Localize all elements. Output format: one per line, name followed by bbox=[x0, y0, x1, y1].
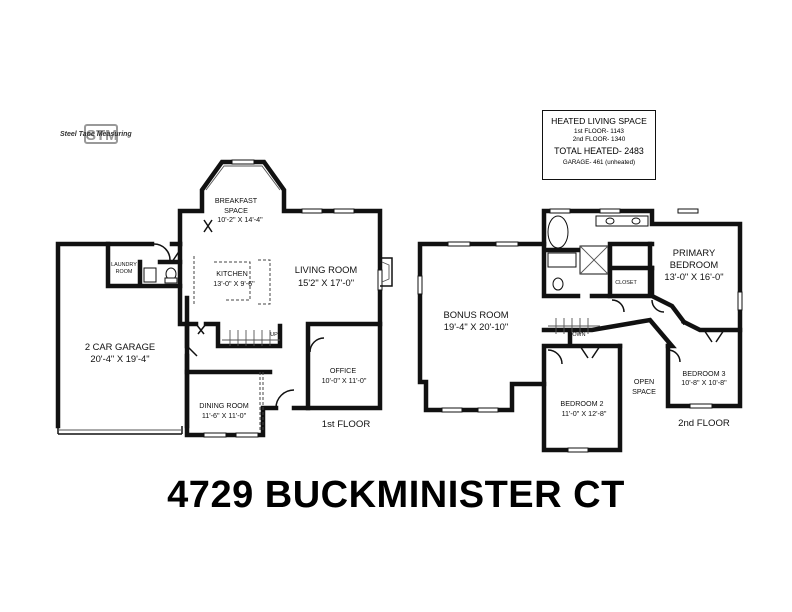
area-summary-box: HEATED LIVING SPACE 1st FLOOR- 1143 2nd … bbox=[542, 110, 656, 180]
bathtub bbox=[547, 252, 577, 268]
open-space-name-1: OPEN bbox=[634, 377, 654, 386]
living-name: LIVING ROOM bbox=[295, 264, 358, 275]
breakfast-name-1: BREAKFAST bbox=[215, 196, 258, 205]
summary-total: TOTAL HEATED- 2483 bbox=[554, 146, 644, 156]
breakfast-size: 10'-2" X 14'-4" bbox=[217, 215, 263, 224]
bedroom3-name: BEDROOM 3 bbox=[682, 369, 725, 378]
first-floor-plan: 2 CAR GARAGE 20'-4" X 19'-4" LAUNDRY ROO… bbox=[55, 159, 393, 438]
office-name: OFFICE bbox=[330, 366, 357, 375]
bonus-size: 19'-4" X 20'-10" bbox=[444, 321, 508, 332]
logo-mark: STM bbox=[84, 124, 118, 144]
kitchen-name: KITCHEN bbox=[216, 269, 248, 278]
toilet-2 bbox=[552, 277, 564, 291]
second-floor-stairs bbox=[548, 318, 600, 334]
primary-name-2: BEDROOM bbox=[670, 259, 719, 270]
laundry-name-2: ROOM bbox=[116, 269, 133, 275]
summary-first-floor: 1st FLOOR- 1143 bbox=[574, 128, 624, 135]
laundry-walls bbox=[105, 241, 183, 289]
primary-size: 13'-0" X 16'-0" bbox=[664, 271, 723, 282]
first-floor-stairs bbox=[222, 330, 280, 346]
kitchen-walls bbox=[177, 241, 283, 349]
bedroom2-size: 11'-0" X 12'-8" bbox=[562, 409, 607, 418]
company-logo: STM Steel Tape Measuring bbox=[60, 124, 150, 146]
second-floor-plan: BONUS ROOM 19'-4" X 20'-10" PRIMARY BEDR… bbox=[417, 208, 743, 453]
vanity bbox=[595, 215, 649, 227]
stair-down-label: DOWN bbox=[568, 332, 585, 338]
logo-text: Steel Tape Measuring bbox=[60, 131, 132, 138]
office-walls bbox=[305, 321, 383, 411]
stair-up-label: UP bbox=[270, 332, 278, 338]
summary-second-floor: 2nd FLOOR- 1340 bbox=[572, 136, 626, 143]
garage-size: 20'-4" X 19'-4" bbox=[90, 353, 149, 364]
kitchen-island bbox=[214, 261, 251, 301]
office-size: 10'-0" X 11'-0" bbox=[322, 376, 367, 385]
bath-walls bbox=[541, 241, 655, 299]
door-swing bbox=[153, 243, 171, 261]
laundry-name-1: LAUNDRY bbox=[111, 262, 137, 268]
closet-name: CLOSET bbox=[615, 280, 637, 286]
dining-name: DINING ROOM bbox=[199, 401, 249, 410]
living-size: 15'2" X 17'-0" bbox=[298, 277, 354, 288]
bedroom3-size: 10'-8" X 10'-8" bbox=[681, 378, 727, 387]
summary-title: HEATED LIVING SPACE bbox=[551, 116, 647, 126]
first-floor-label: 1st FLOOR bbox=[322, 419, 371, 430]
second-floor-label: 2nd FLOOR bbox=[678, 418, 730, 429]
kitchen-size: 13'-0" X 9'-6" bbox=[213, 279, 255, 288]
summary-garage: GARAGE- 461 (unheated) bbox=[562, 159, 636, 166]
property-address: 4729 BUCKMINISTER CT bbox=[167, 474, 625, 516]
open-space-name-2: SPACE bbox=[632, 387, 656, 396]
primary-name-1: PRIMARY bbox=[673, 247, 716, 258]
breakfast-name-2: SPACE bbox=[224, 206, 248, 215]
garage-name: 2 CAR GARAGE bbox=[85, 341, 155, 352]
bonus-name: BONUS ROOM bbox=[443, 309, 508, 320]
entry-door bbox=[275, 389, 295, 409]
tub-fixture bbox=[547, 215, 569, 249]
closet-walls bbox=[607, 241, 688, 326]
fireplace bbox=[380, 257, 393, 287]
bedroom-walls bbox=[541, 317, 677, 387]
first-floor-exterior bbox=[177, 159, 383, 438]
dining-size: 11'-6" X 11'-0" bbox=[202, 411, 247, 420]
bedroom2-name: BEDROOM 2 bbox=[560, 399, 603, 408]
